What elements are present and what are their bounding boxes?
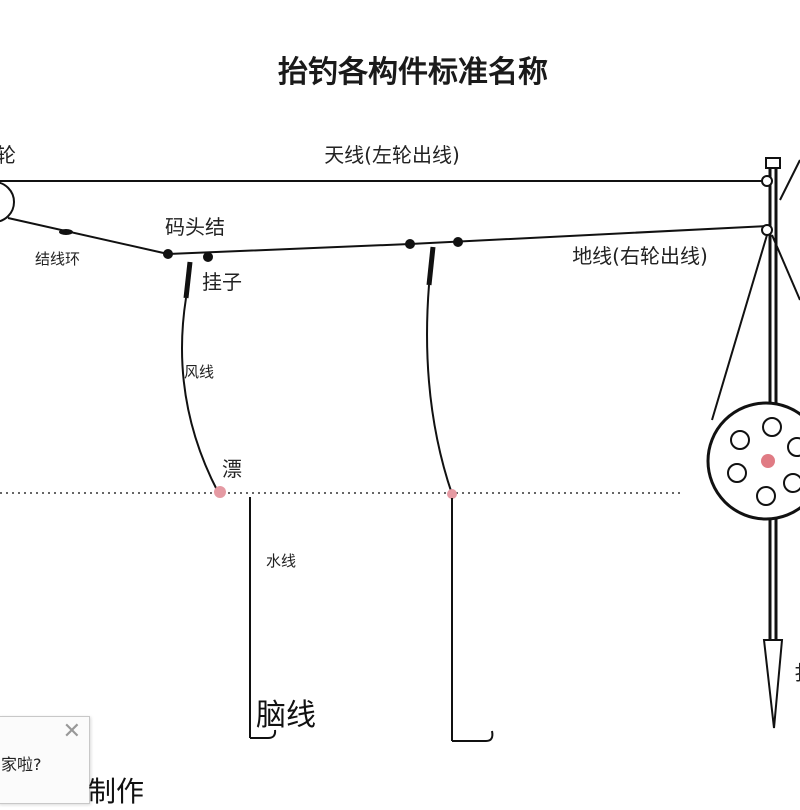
knot-dot-3 [405,239,415,249]
rod-spike [762,639,784,729]
ring-marker [59,229,73,235]
label-water-line: 水线 [266,552,296,570]
label-float: 漂 [222,457,242,481]
reel-line-right [771,234,800,301]
left-feed-line [7,217,169,255]
rod-ring-bottom [761,224,773,236]
reel-hole [756,486,776,506]
hook-right-icon [452,730,494,742]
float-left [214,486,226,498]
reel-hole [783,473,800,493]
left-pulley-icon [0,181,15,223]
rod-ring-top [761,175,773,187]
close-icon[interactable]: ✕ [62,719,81,744]
label-wind-line: 风线 [184,363,214,381]
rod-top-stub [779,159,800,201]
knot-dot-4 [453,237,463,247]
float-right [447,489,457,499]
rod-top-cap [765,157,781,169]
label-leader-line: 脑线 [256,698,316,733]
reel-hole [730,430,750,450]
label-top-line: 天线(左轮出线) [324,143,460,167]
label-ring: 结线环 [35,250,80,268]
wind-line-right [426,284,453,495]
hook-left-icon [250,729,277,739]
reel-line-left [711,234,768,421]
label-knot: 码头结 [165,215,225,239]
reel-hole [762,417,782,437]
wind-line-left [181,297,219,493]
reel-hole [727,463,747,483]
reel-center [761,454,775,468]
knot-dot-1 [163,249,173,259]
label-wheel-left: 轮 [0,143,16,167]
label-hanger: 挂子 [202,270,242,294]
knot-dot-2 [203,252,213,262]
reel-wheel-icon [706,401,800,521]
label-ground-line: 地线(右轮出线) [572,244,708,268]
popup-text: 家啦? [1,755,42,774]
footer-made-label: 制作 [88,775,145,808]
hanger-left [183,261,193,299]
notification-popup[interactable]: ✕ 家啦? [0,716,90,804]
hanger-right [426,246,436,286]
reel-hole [787,437,800,457]
label-right-partial: 扌 [794,661,800,685]
diagram-title: 抬钓各构件标准名称 [278,55,548,90]
